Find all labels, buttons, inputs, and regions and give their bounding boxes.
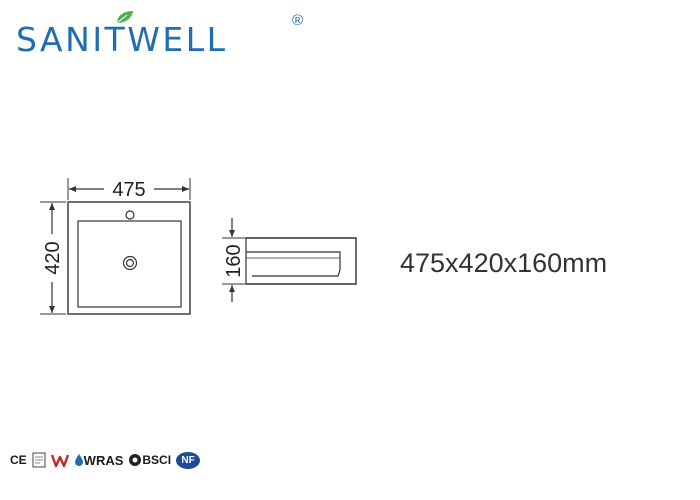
width-label: 475 <box>112 179 145 201</box>
drain-inner <box>125 258 135 268</box>
water-drop-icon <box>74 454 83 466</box>
bsci-label: BSCI <box>142 453 172 467</box>
certification-logos: CE WRAS BSCI NF <box>10 448 201 472</box>
wras-label: WRAS <box>83 452 124 468</box>
bsci-logo: BSCI <box>128 453 171 467</box>
ce-mark-icon: CE <box>10 453 27 467</box>
brand-name: SANITWELL <box>16 20 228 59</box>
wras-logo: WRAS <box>74 452 124 468</box>
product-size: 475x420x160mm <box>400 248 608 278</box>
certificate-icon <box>32 452 46 468</box>
height-dimension: 160 <box>222 218 246 302</box>
brand-logo: SANITWELL ® <box>12 6 312 60</box>
side-view <box>245 237 357 285</box>
registered-mark: ® <box>292 12 304 29</box>
bsci-icon <box>129 454 142 466</box>
depth-label: 420 <box>42 241 64 274</box>
nf-logo: NF <box>176 451 201 469</box>
top-view <box>67 201 191 315</box>
drain-outer <box>122 255 138 271</box>
width-dimension: 475 <box>67 178 191 201</box>
faucet-hole <box>125 210 135 220</box>
height-label: 160 <box>223 244 245 277</box>
leaf-icon <box>116 11 133 24</box>
watermark-icon <box>50 452 69 468</box>
depth-dimension: 420 <box>40 201 66 315</box>
